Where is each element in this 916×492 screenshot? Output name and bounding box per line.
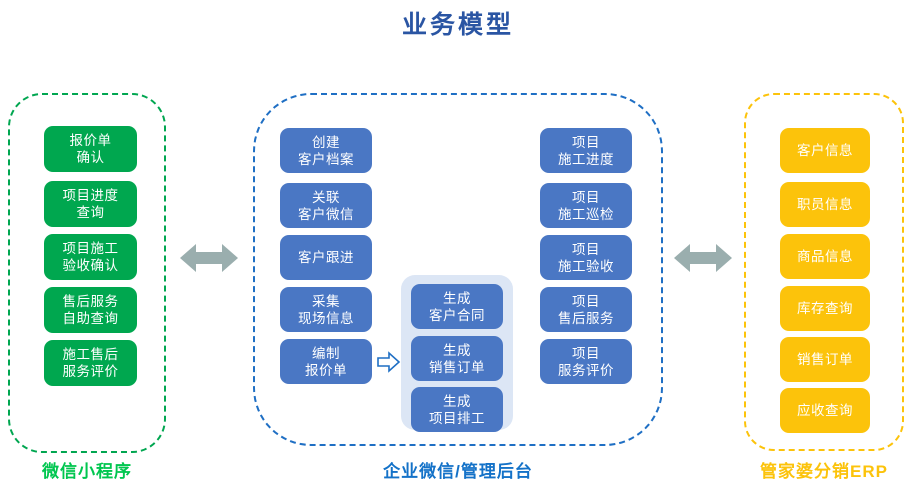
node-construction-acceptance-confirm[interactable]: 项目施工 验收确认 xyxy=(44,234,137,280)
node-project-construction-inspection[interactable]: 项目 施工巡检 xyxy=(540,183,632,228)
node-project-service-rating[interactable]: 项目 服务评价 xyxy=(540,339,632,384)
node-link-customer-wechat[interactable]: 关联 客户微信 xyxy=(280,183,372,228)
node-project-construction-progress[interactable]: 项目 施工进度 xyxy=(540,128,632,173)
node-customer-info[interactable]: 客户信息 xyxy=(780,128,870,173)
node-project-aftersales-service[interactable]: 项目 售后服务 xyxy=(540,287,632,332)
page-title: 业务模型 xyxy=(401,11,514,39)
node-product-info[interactable]: 商品信息 xyxy=(780,234,870,279)
double-arrow-admin-to-erp xyxy=(674,244,732,272)
node-customer-followup[interactable]: 客户跟进 xyxy=(280,235,372,280)
node-sales-order[interactable]: 销售订单 xyxy=(780,337,870,382)
node-aftersales-service-rating[interactable]: 施工售后 服务评价 xyxy=(44,340,137,386)
node-generate-sales-order[interactable]: 生成 销售订单 xyxy=(411,336,503,381)
node-create-customer-profile[interactable]: 创建 客户档案 xyxy=(280,128,372,173)
node-collect-site-info[interactable]: 采集 现场信息 xyxy=(280,287,372,332)
node-inventory-query[interactable]: 库存查询 xyxy=(780,286,870,331)
caption-wecom-admin: 企业微信/管理后台 xyxy=(383,462,533,481)
node-generate-project-schedule[interactable]: 生成 项目排工 xyxy=(411,387,503,432)
node-generate-customer-contract[interactable]: 生成 客户合同 xyxy=(411,284,503,329)
node-employee-info[interactable]: 职员信息 xyxy=(780,182,870,227)
panel-wechat-mini-program xyxy=(8,93,166,453)
panel-wecom-admin xyxy=(253,93,663,446)
caption-erp: 管家婆分销ERP xyxy=(760,462,888,481)
node-prepare-quotation[interactable]: 编制 报价单 xyxy=(280,339,372,384)
node-quote-confirm[interactable]: 报价单 确认 xyxy=(44,126,137,172)
node-receivables-query[interactable]: 应收查询 xyxy=(780,388,870,433)
double-arrow-mini-to-admin xyxy=(180,244,238,272)
panel-erp xyxy=(744,93,904,451)
caption-wechat-mini-program: 微信小程序 xyxy=(42,462,132,481)
node-project-progress-query[interactable]: 项目进度 查询 xyxy=(44,181,137,227)
node-aftersales-self-query[interactable]: 售后服务 自助查询 xyxy=(44,287,137,333)
right-arrow-icon-quote-to-generate xyxy=(377,351,401,373)
node-project-construction-acceptance[interactable]: 项目 施工验收 xyxy=(540,235,632,280)
